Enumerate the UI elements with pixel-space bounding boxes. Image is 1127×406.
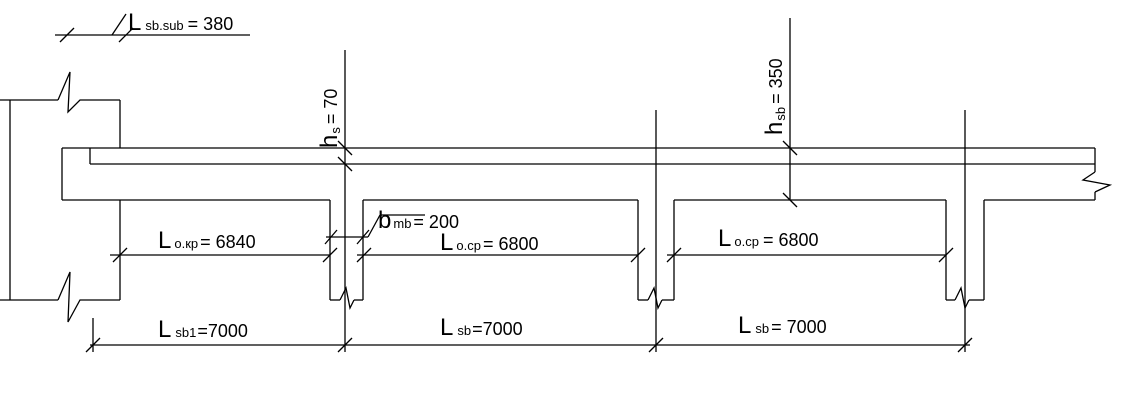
- slab: [61, 147, 1113, 200]
- beam-height-label: hsb= 350: [761, 58, 788, 135]
- beam-soffit: [62, 199, 1095, 310]
- slab-thickness-label: hs= 70: [316, 89, 343, 148]
- clear-span-dimensions: [110, 247, 954, 263]
- thickness-ticks: [337, 140, 798, 208]
- wall-support: [0, 71, 121, 323]
- axis-lines: [92, 18, 966, 352]
- span-dimensions: [85, 337, 973, 353]
